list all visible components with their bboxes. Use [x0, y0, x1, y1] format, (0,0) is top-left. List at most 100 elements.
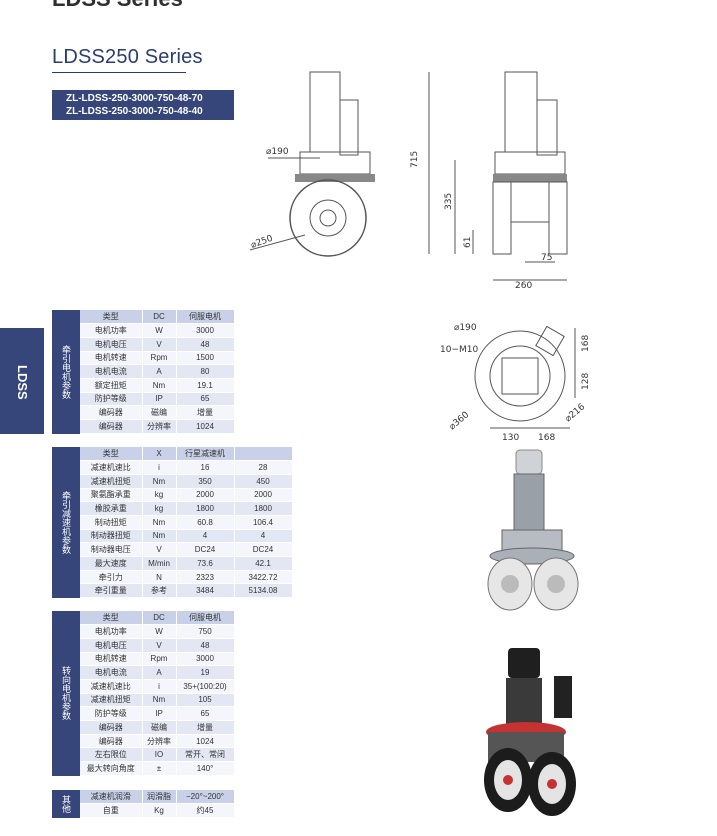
- table-cell: 3000: [176, 652, 235, 667]
- table-cell: 电机电流: [80, 364, 143, 379]
- table-cell: 140°: [176, 761, 235, 776]
- table-cell: 2323: [176, 570, 235, 585]
- table-cell: 48: [176, 337, 235, 352]
- dim-mid-height: 335: [444, 193, 454, 210]
- table-cell: 19.1: [176, 378, 235, 393]
- table-cell: 磁编: [142, 720, 177, 735]
- table-cell: 分辨率: [142, 419, 177, 434]
- table-cell: 编码器: [80, 720, 143, 735]
- table-cell: 聚氨酯承重: [80, 488, 143, 503]
- table-cell: 19: [176, 665, 235, 680]
- table-cell: Nm: [142, 529, 177, 544]
- table-cell: 750: [176, 624, 235, 639]
- table-cell: 减速机扭矩: [80, 474, 143, 489]
- table-cell: 350: [176, 474, 235, 489]
- table-cell: 5134.08: [234, 583, 293, 599]
- table-cell: 4: [234, 529, 293, 544]
- table-cell: W: [142, 624, 177, 639]
- table-cell: 106.4: [234, 515, 293, 530]
- section-label: 牵引减速机参数: [52, 447, 80, 599]
- table-cell: 电机转速: [80, 351, 143, 366]
- table-cell: 参考: [142, 583, 177, 599]
- section-label: 转向电机参数: [52, 611, 80, 776]
- table-cell: 制动器电压: [80, 542, 143, 557]
- table-cell: 增量: [176, 720, 235, 735]
- table-cell: 左右限位: [80, 747, 143, 763]
- table-cell: 最大速度: [80, 556, 143, 571]
- product-render-grey: [487, 449, 579, 611]
- table-cell: 35+(100:20): [176, 679, 235, 694]
- plan-view-drawing: ⌀190 10−M10 ⌀360 ⌀216 168 128 130 168: [440, 323, 591, 443]
- table-cell: DC: [142, 611, 177, 626]
- table-cell: 自重: [80, 803, 143, 818]
- table-cell: 牵引重量: [80, 583, 143, 599]
- table-row: 编码器磁编增量: [80, 720, 235, 735]
- table-row: 减速机润滑润滑脂−20°~200°: [80, 790, 235, 805]
- table-cell: 1800: [234, 501, 293, 516]
- table-cell: 73.6: [176, 556, 235, 571]
- table-cell: W: [142, 323, 177, 338]
- table-cell: X: [142, 447, 177, 462]
- dim-plan-w130: 130: [502, 433, 519, 443]
- table-cell: 28: [234, 460, 293, 475]
- table-cell: 电机电压: [80, 337, 143, 352]
- table-cell: Nm: [142, 693, 177, 708]
- table-cell: 电机功率: [80, 323, 143, 338]
- model-number-1: ZL-LDSS-250-3000-750-48-70: [66, 93, 203, 104]
- table-cell: 最大转向角度: [80, 761, 143, 776]
- table-cell: 编码器: [80, 734, 143, 749]
- table-cell: M/min: [142, 556, 177, 571]
- table-cell: −20°~200°: [176, 790, 235, 805]
- table-cell: 防护等级: [80, 392, 143, 407]
- dim-plan-d360: ⌀360: [448, 410, 472, 432]
- dim-plan-w168: 168: [538, 433, 555, 443]
- dim-plan-d216: ⌀216: [564, 402, 588, 424]
- section-label: 牵引电机参数: [52, 310, 80, 434]
- table-cell: kg: [142, 488, 177, 503]
- table-cell: 行星减速机: [176, 447, 235, 462]
- table-cell: Nm: [142, 474, 177, 489]
- table-cell: 105: [176, 693, 235, 708]
- table-cell: 65: [176, 706, 235, 721]
- dim-offset: 75: [541, 253, 552, 263]
- table-cell: 2000: [176, 488, 235, 503]
- table-cell: [234, 447, 293, 462]
- table-cell: DC24: [234, 542, 293, 557]
- dim-plan-h128: 128: [581, 373, 591, 390]
- table-cell: DC: [142, 310, 177, 325]
- table-cell: 牵引力: [80, 570, 143, 585]
- table-cell: Nm: [142, 378, 177, 393]
- table-cell: 2000: [234, 488, 293, 503]
- table-cell: V: [142, 337, 177, 352]
- table-cell: 1024: [176, 734, 235, 749]
- table-cell: 电机转速: [80, 652, 143, 667]
- side-tab-label: LDSS: [15, 365, 30, 400]
- table-cell: 类型: [80, 447, 143, 462]
- dim-low-height: 61: [463, 237, 473, 248]
- table-cell: 3422.72: [234, 570, 293, 585]
- page-title: LDSS Series: [52, 0, 183, 12]
- table-cell: 磁编: [142, 405, 177, 420]
- table-cell: V: [142, 638, 177, 653]
- table-cell: 额定扭矩: [80, 378, 143, 393]
- dim-height: 715: [410, 151, 420, 168]
- table-cell: DC24: [176, 542, 235, 557]
- table-cell: 增量: [176, 405, 235, 420]
- table-cell: 80: [176, 364, 235, 379]
